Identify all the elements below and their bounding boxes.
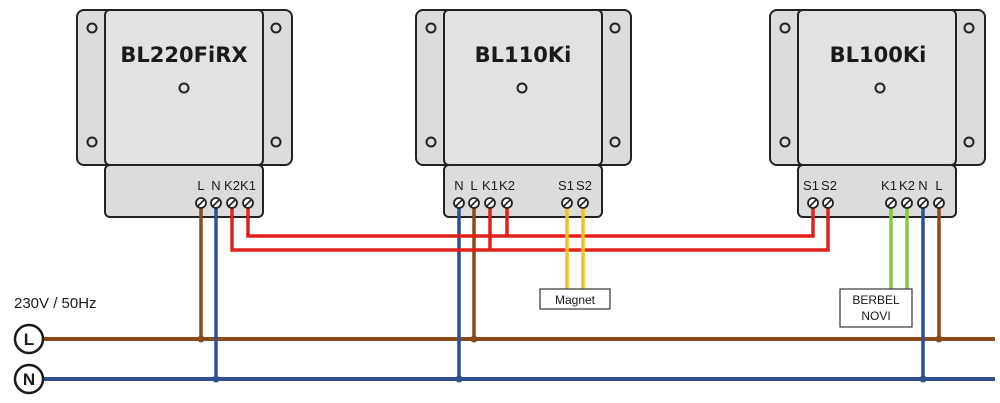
terminal-label: S1 bbox=[558, 178, 574, 193]
berbel-label-line2: NOVI bbox=[861, 309, 890, 323]
berbel-label-box bbox=[839, 288, 913, 328]
device-bl110ki-body bbox=[443, 9, 603, 166]
screw-icon bbox=[963, 22, 975, 34]
berbel-label-line1: BERBEL bbox=[852, 293, 900, 307]
neutral-bus-marker bbox=[13, 363, 45, 395]
terminal-label: L bbox=[197, 178, 204, 193]
terminal-label: L bbox=[470, 178, 477, 193]
device-bl220firx-body bbox=[104, 9, 264, 166]
device-title: BL100Ki bbox=[830, 43, 927, 67]
device-bl100ki: BL100Ki S1 S2 K1 K2 N L bbox=[769, 9, 986, 218]
terminal-label: S1 bbox=[803, 178, 819, 193]
terminal-label: L bbox=[935, 178, 942, 193]
device-bl110ki: BL110Ki N L K1 K2 S1 S2 bbox=[415, 9, 632, 218]
terminal-label: N bbox=[454, 178, 463, 193]
device-bl100ki-terminal-block bbox=[797, 164, 957, 218]
terminal-label: S2 bbox=[821, 178, 837, 193]
live-bus-label: L bbox=[24, 330, 34, 349]
junction-dots bbox=[197, 335, 943, 383]
device-title: BL220FiRX bbox=[120, 43, 247, 67]
terminal-label: K2 bbox=[224, 178, 240, 193]
terminal-label: K1 bbox=[482, 178, 498, 193]
junction-dot bbox=[455, 375, 463, 383]
screw-icon bbox=[425, 136, 437, 148]
device-title: BL110Ki bbox=[475, 43, 572, 67]
screw-icon bbox=[270, 22, 282, 34]
magnet-label: Magnet bbox=[555, 293, 596, 307]
screw-icon bbox=[86, 22, 98, 34]
device-bl100ki-body bbox=[797, 9, 957, 166]
junction-dot bbox=[197, 335, 205, 343]
terminal-label: N bbox=[211, 178, 220, 193]
terminal-label: K1 bbox=[240, 178, 256, 193]
terminal-screws bbox=[195, 197, 945, 209]
screw-icon bbox=[270, 136, 282, 148]
screw-icon bbox=[963, 136, 975, 148]
junction-dot bbox=[935, 335, 943, 343]
device-bl220firx-terminal-block bbox=[104, 164, 264, 218]
indicator-led-icon bbox=[516, 82, 528, 94]
terminal-label: N bbox=[918, 178, 927, 193]
magnet-label-box bbox=[539, 288, 611, 310]
indicator-led-icon bbox=[178, 82, 190, 94]
screw-icon bbox=[609, 136, 621, 148]
live-bus-marker bbox=[13, 323, 45, 355]
junction-dot bbox=[212, 375, 220, 383]
terminal-label: K2 bbox=[499, 178, 515, 193]
terminal-label: S2 bbox=[576, 178, 592, 193]
device-bl220firx: BL220FiRX L N K2 K1 bbox=[76, 9, 293, 218]
junction-dot bbox=[470, 335, 478, 343]
terminal-label: K2 bbox=[899, 178, 915, 193]
screw-icon bbox=[86, 136, 98, 148]
supply-voltage-label: 230V / 50Hz bbox=[14, 295, 97, 312]
terminal-label: K1 bbox=[881, 178, 897, 193]
screw-icon bbox=[779, 22, 791, 34]
indicator-led-icon bbox=[874, 82, 886, 94]
screw-icon bbox=[779, 136, 791, 148]
terminal-screw-slots bbox=[197, 199, 943, 207]
neutral-bus-label: N bbox=[23, 370, 35, 389]
screw-icon bbox=[609, 22, 621, 34]
screw-icon bbox=[425, 22, 437, 34]
junction-dot bbox=[919, 375, 927, 383]
